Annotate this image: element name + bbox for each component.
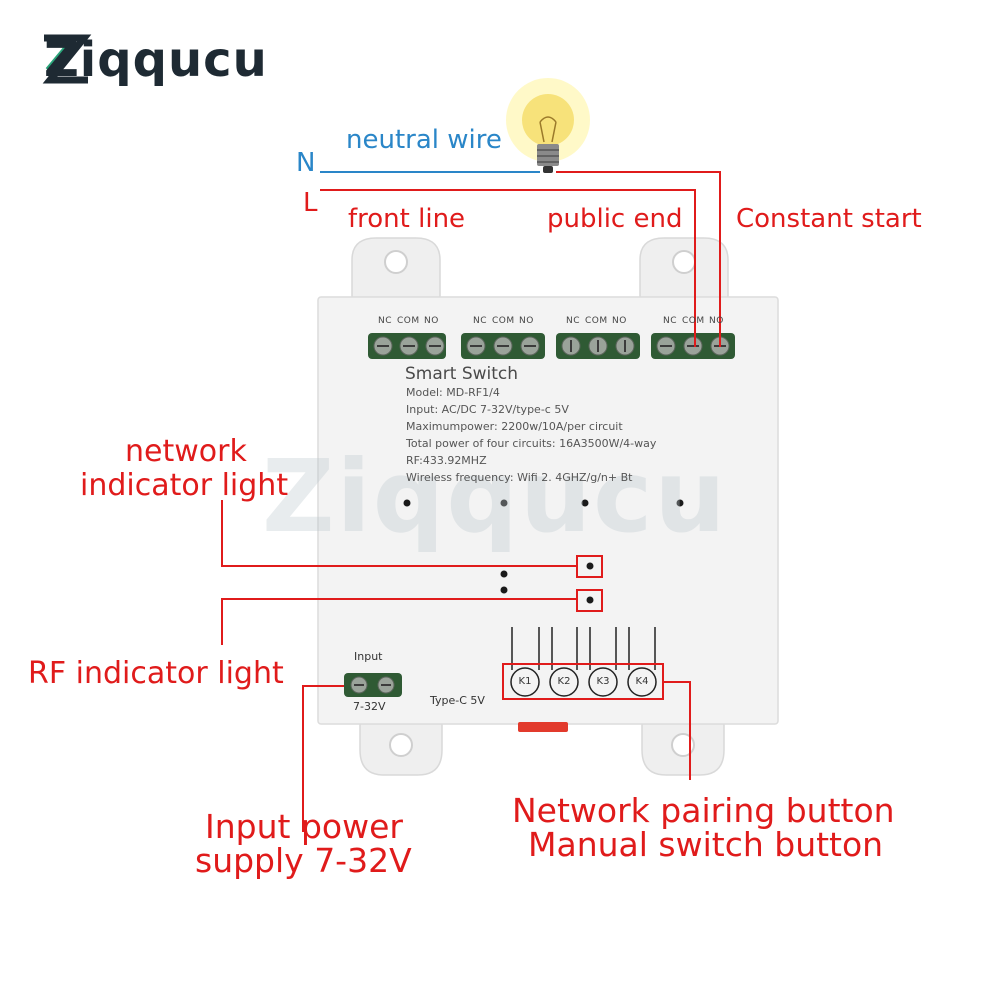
network-light-label-line1: network xyxy=(125,434,247,469)
key-buttons xyxy=(510,627,657,697)
spec-total-power: Total power of four circuits: 16A3500W/4… xyxy=(406,437,657,450)
brand-logo-text: Ziqqucu xyxy=(44,32,268,88)
button-label-line2: Manual switch button xyxy=(528,825,884,864)
spec-model: Model: MD-RF1/4 xyxy=(406,386,500,399)
spec-max-power: Maximumpower: 2200w/10A/per circuit xyxy=(406,420,623,433)
terminal-label-no-3: NO xyxy=(612,316,627,326)
type-c-port-tab xyxy=(518,722,568,732)
terminal-label-com-4: COM xyxy=(682,316,705,326)
front-line-label: front line xyxy=(348,204,466,234)
terminal-label-nc-1: NC xyxy=(378,316,393,326)
terminal-label-nc-4: NC xyxy=(663,316,678,326)
button-label-line1: Network pairing button xyxy=(512,791,895,830)
terminal-label-com-2: COM xyxy=(492,316,515,326)
terminal-label-com-1: COM xyxy=(397,316,420,326)
key-k3-label: K3 xyxy=(596,676,610,687)
rf-light-label: RF indicator light xyxy=(28,656,284,691)
key-k2-label: K2 xyxy=(557,676,571,687)
spec-rf: RF:433.92MHZ xyxy=(406,454,487,467)
line-letter: L xyxy=(303,188,318,218)
device-title: Smart Switch xyxy=(405,364,519,384)
terminal-label-nc-2: NC xyxy=(473,316,488,326)
logo-z-icon xyxy=(42,34,92,84)
callout-lines xyxy=(221,500,691,832)
input-label: Input xyxy=(354,650,383,663)
type-c-label: Type-C 5V xyxy=(430,694,485,707)
spec-wireless: Wireless frequency: Wifi 2. 4GHZ/g/n+ Bt xyxy=(406,471,633,484)
input-voltage-label: 7-32V xyxy=(353,700,386,713)
public-end-label: public end xyxy=(547,204,683,234)
constant-start-label: Constant start xyxy=(736,204,922,234)
terminal-label-no-4: NO xyxy=(709,316,724,326)
watermark-text: Ziqqucu xyxy=(262,438,728,555)
terminal-label-nc-3: NC xyxy=(566,316,581,326)
neutral-wire-label: neutral wire xyxy=(346,125,502,155)
terminal-label-com-3: COM xyxy=(585,316,608,326)
terminal-label-no-1: NO xyxy=(424,316,439,326)
key-k4-label: K4 xyxy=(635,676,649,687)
spec-input: Input: AC/DC 7-32V/type-c 5V xyxy=(406,403,569,416)
power-label-line1: Input power xyxy=(205,807,403,846)
network-light-label-line2: indicator light xyxy=(80,468,289,503)
power-label-line2: supply 7-32V xyxy=(195,841,412,880)
neutral-letter: N xyxy=(296,148,316,178)
status-dots xyxy=(403,499,684,604)
light-bulb-icon xyxy=(506,78,590,173)
key-k1-label: K1 xyxy=(518,676,532,687)
terminal-label-no-2: NO xyxy=(519,316,534,326)
wiring xyxy=(320,171,721,347)
